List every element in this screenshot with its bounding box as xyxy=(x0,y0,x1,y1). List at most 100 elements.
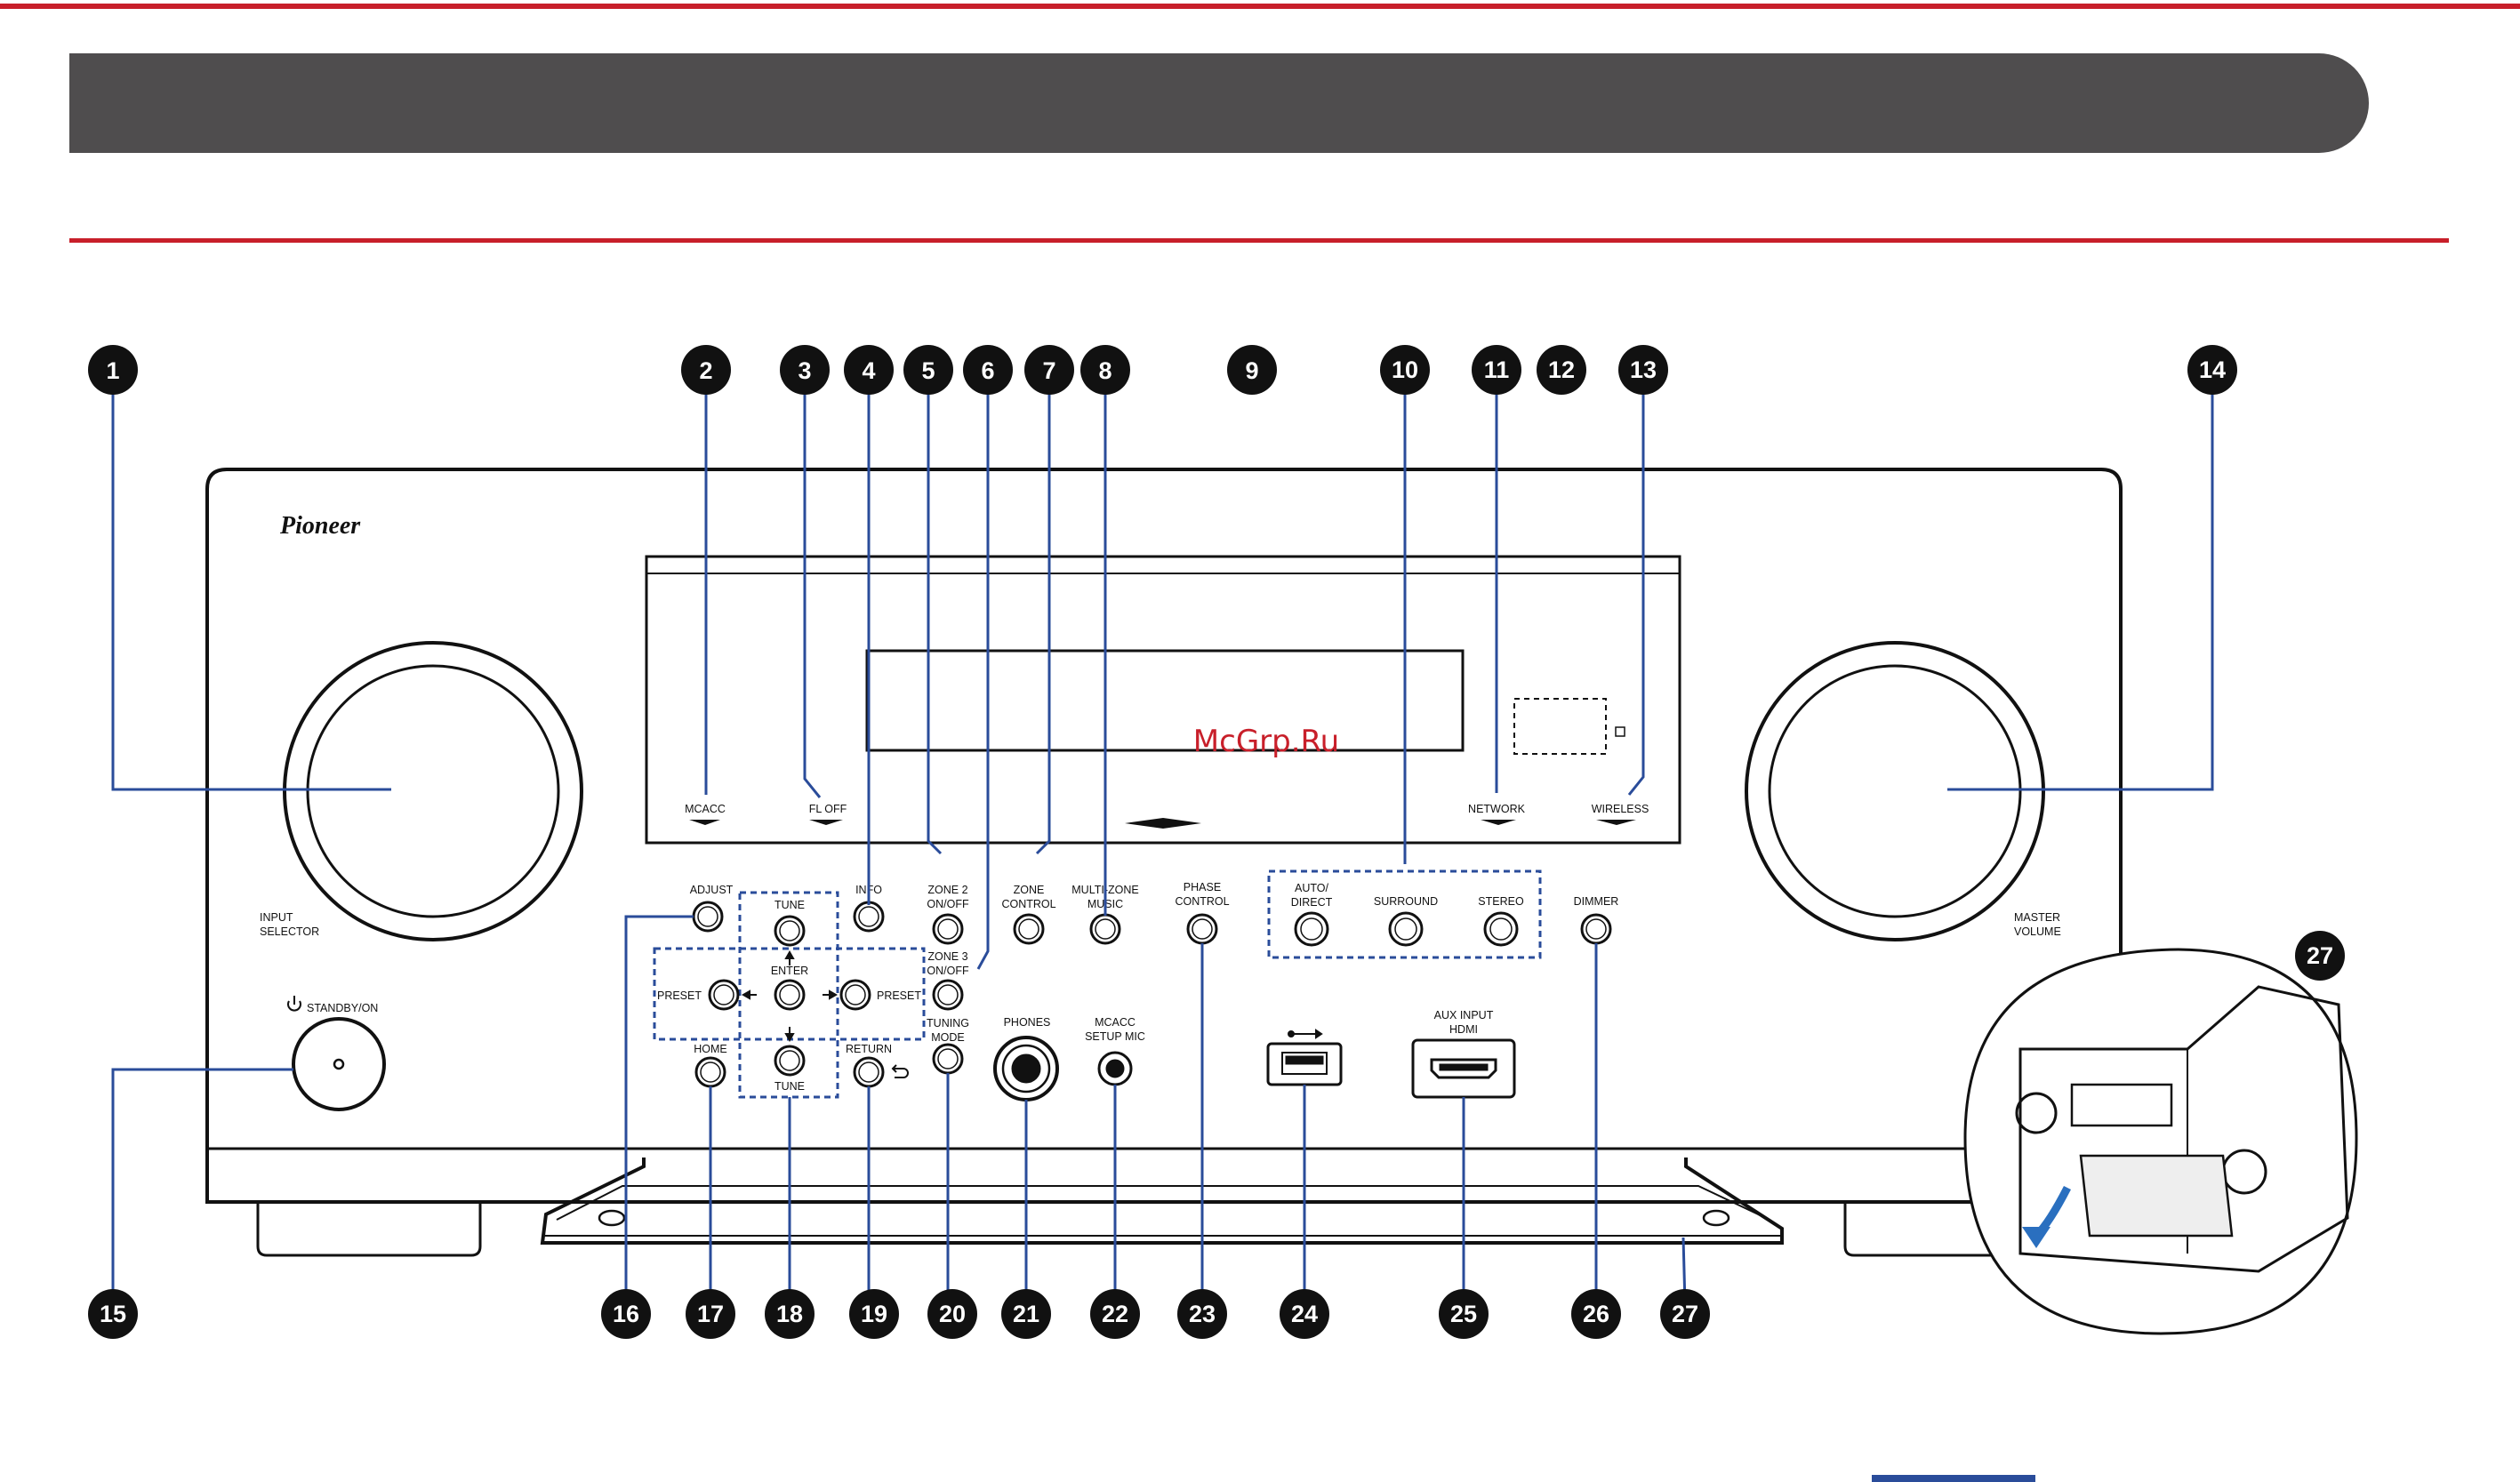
preset-left-button[interactable] xyxy=(708,979,740,1011)
return-arrow-icon xyxy=(891,1064,909,1078)
display-window xyxy=(645,555,1681,845)
mcacc-mic-label-1: MCACC xyxy=(1095,1016,1136,1029)
enter-button[interactable] xyxy=(774,979,806,1011)
preset-right-label: PRESET xyxy=(877,989,921,1002)
input-selector-label-1: INPUT xyxy=(260,911,293,924)
svg-text:9: 9 xyxy=(1245,357,1258,384)
input-selector-label-2: SELECTOR xyxy=(260,925,319,938)
front-door[interactable] xyxy=(540,1158,1784,1245)
phones-jack[interactable] xyxy=(993,1036,1059,1101)
callout-20: 20 xyxy=(927,1289,977,1339)
phase-control-label-2: CONTROL xyxy=(1175,895,1229,908)
aux-hdmi-label-1: AUX INPUT xyxy=(1434,1009,1494,1021)
svg-text:16: 16 xyxy=(613,1301,639,1327)
callout-24: 24 xyxy=(1280,1289,1329,1339)
tuning-mode-label-2: MODE xyxy=(931,1031,965,1044)
power-icon xyxy=(287,996,301,1012)
preset-left-label: PRESET xyxy=(657,989,702,1002)
adjust-label: ADJUST xyxy=(690,884,734,896)
callout-3: 3 xyxy=(780,345,830,395)
zone-control-label-1: ZONE xyxy=(1014,884,1045,896)
nav-arrow-icons xyxy=(741,949,839,1043)
callout-16: 16 xyxy=(601,1289,651,1339)
svg-text:11: 11 xyxy=(1484,356,1510,383)
callout-19: 19 xyxy=(849,1289,899,1339)
svg-text:2: 2 xyxy=(699,357,712,384)
callout-23: 23 xyxy=(1177,1289,1227,1339)
zone2-button[interactable] xyxy=(932,913,964,945)
brand-logo: Pioneer xyxy=(279,512,361,540)
home-label: HOME xyxy=(694,1043,727,1055)
zone2-label-1: ZONE 2 xyxy=(927,884,967,896)
svg-text:1: 1 xyxy=(106,357,119,384)
callout-17: 17 xyxy=(686,1289,735,1339)
svg-text:7: 7 xyxy=(1042,357,1055,384)
indicator-area xyxy=(1513,698,1607,755)
svg-text:4: 4 xyxy=(862,357,875,384)
callout-4: 4 xyxy=(844,345,894,395)
svg-text:6: 6 xyxy=(981,357,994,384)
tuning-mode-label-1: TUNING xyxy=(927,1017,969,1029)
info-button[interactable] xyxy=(853,901,885,933)
standby-button[interactable] xyxy=(292,1017,386,1111)
svg-text:23: 23 xyxy=(1189,1301,1216,1327)
phase-control-label-1: PHASE xyxy=(1184,881,1221,893)
input-selector-knob[interactable] xyxy=(283,641,583,941)
callout-26: 26 xyxy=(1571,1289,1621,1339)
watermark-text: McGrp.Ru xyxy=(1193,724,1339,759)
tune-preset-group-vertical xyxy=(738,891,839,1099)
callout-12: 12 xyxy=(1537,345,1586,395)
mcacc-mic-label-2: SETUP MIC xyxy=(1085,1030,1145,1043)
dimmer-button[interactable] xyxy=(1580,913,1612,945)
svg-text:5: 5 xyxy=(921,357,935,384)
tune-down-button[interactable] xyxy=(774,1045,806,1077)
zone-control-button[interactable] xyxy=(1013,913,1045,945)
multi-zone-music-button[interactable] xyxy=(1089,913,1121,945)
home-button[interactable] xyxy=(694,1056,726,1088)
tune-up-button[interactable] xyxy=(774,915,806,947)
svg-text:22: 22 xyxy=(1102,1301,1128,1327)
svg-text:19: 19 xyxy=(861,1301,887,1327)
callout-7: 7 xyxy=(1024,345,1074,395)
tune-down-label: TUNE xyxy=(774,1080,805,1093)
door-inset-illustration xyxy=(1963,948,2358,1335)
callout-8: 8 xyxy=(1080,345,1130,395)
svg-text:18: 18 xyxy=(776,1301,803,1327)
display-label-network: NETWORK xyxy=(1468,803,1526,815)
display-label-mcacc: MCACC xyxy=(685,803,726,815)
auto-direct-button[interactable] xyxy=(1294,911,1329,947)
preset-right-button[interactable] xyxy=(839,979,871,1011)
adjust-button[interactable] xyxy=(692,901,724,933)
master-volume-knob[interactable] xyxy=(1745,641,2045,941)
master-volume-label-1: MASTER xyxy=(2014,911,2060,924)
surround-button[interactable] xyxy=(1388,911,1424,947)
zone-control-label-2: CONTROL xyxy=(1001,898,1055,910)
zone2-label-2: ON/OFF xyxy=(927,898,969,910)
svg-text:27: 27 xyxy=(2307,942,2333,969)
svg-text:25: 25 xyxy=(1450,1301,1477,1327)
zone3-button[interactable] xyxy=(932,979,964,1011)
svg-text:26: 26 xyxy=(1583,1301,1609,1327)
callout-2: 2 xyxy=(681,345,731,395)
display-screen xyxy=(865,649,1465,752)
callout-25: 25 xyxy=(1439,1289,1489,1339)
tuning-mode-button[interactable] xyxy=(932,1043,964,1075)
stereo-button[interactable] xyxy=(1483,911,1519,947)
phase-control-button[interactable] xyxy=(1186,913,1218,945)
callout-6: 6 xyxy=(963,345,1013,395)
display-label-wireless: WIRELESS xyxy=(1592,803,1649,815)
enter-label: ENTER xyxy=(771,965,808,977)
receiver-body xyxy=(205,468,2123,1257)
return-button[interactable] xyxy=(853,1056,885,1088)
svg-text:13: 13 xyxy=(1630,356,1657,383)
svg-text:27: 27 xyxy=(1672,1301,1698,1327)
top-accent-line xyxy=(0,4,2520,9)
svg-text:20: 20 xyxy=(939,1301,966,1327)
callout-27: 27 xyxy=(1660,1289,1710,1339)
callout-1: 1 xyxy=(88,345,138,395)
section-divider-line xyxy=(69,238,2449,243)
section-title-bar xyxy=(69,53,2369,153)
svg-text:15: 15 xyxy=(100,1301,126,1327)
callout-13: 13 xyxy=(1618,345,1668,395)
callout-11: 11 xyxy=(1472,345,1521,395)
